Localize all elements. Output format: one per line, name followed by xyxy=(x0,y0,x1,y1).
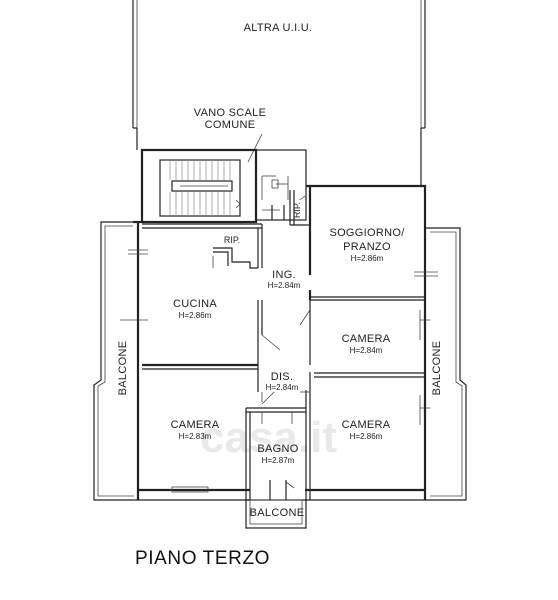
room-label-disimpegno: DIS. xyxy=(271,371,294,383)
stairs-label-line2: COMUNE xyxy=(205,119,256,131)
other-unit-label: ALTRA U.I.U. xyxy=(244,22,313,34)
stairwell xyxy=(140,148,258,224)
balcony-label-right: BALCONE xyxy=(431,341,443,396)
room-label-camera-left: CAMERA xyxy=(171,419,220,431)
room-label-rip-right: RIP. xyxy=(292,202,302,218)
watermark-text: casa.it xyxy=(200,413,337,462)
room-label-rip-left: RIP. xyxy=(224,235,240,245)
stairs-leader-line xyxy=(247,133,263,163)
room-height-disimpegno: H=2.84m xyxy=(266,383,299,392)
room-height-ingresso: H=2.84m xyxy=(268,281,301,290)
balcony-right xyxy=(425,227,467,501)
room-label-ingresso: ING. xyxy=(272,269,296,281)
room-height-camera-right-upper: H=2.84m xyxy=(350,346,383,355)
room-label-soggiorno-line2: PRANZO xyxy=(343,241,391,253)
room-label-camera-right-upper: CAMERA xyxy=(342,333,391,345)
balcony-left xyxy=(93,221,138,501)
room-label-bagno: BAGNO xyxy=(257,443,298,455)
apartment-walls xyxy=(133,184,427,501)
balcony-label-left: BALCONE xyxy=(117,341,129,396)
room-height-bagno: H=2.87m xyxy=(262,456,295,465)
room-label-camera-right-lower: CAMERA xyxy=(342,419,391,431)
windows xyxy=(120,249,438,493)
room-label-soggiorno-line1: SOGGIORNO/ xyxy=(329,227,405,239)
room-height-cucina: H=2.86m xyxy=(179,311,212,320)
room-height-soggiorno: H=2.86m xyxy=(351,254,384,263)
balcony-bottom xyxy=(245,499,307,529)
stairs-label-line1: VANO SCALE xyxy=(194,107,267,119)
room-height-camera-right-lower: H=2.86m xyxy=(350,432,383,441)
other-unit-area xyxy=(132,0,426,185)
room-height-camera-left: H=2.83m xyxy=(179,432,212,441)
room-label-cucina: CUCINA xyxy=(173,298,217,310)
floor-title: PIANO TERZO xyxy=(135,548,270,569)
stair-treads xyxy=(169,160,231,216)
balcony-label-bottom: BALCONE xyxy=(250,507,305,519)
